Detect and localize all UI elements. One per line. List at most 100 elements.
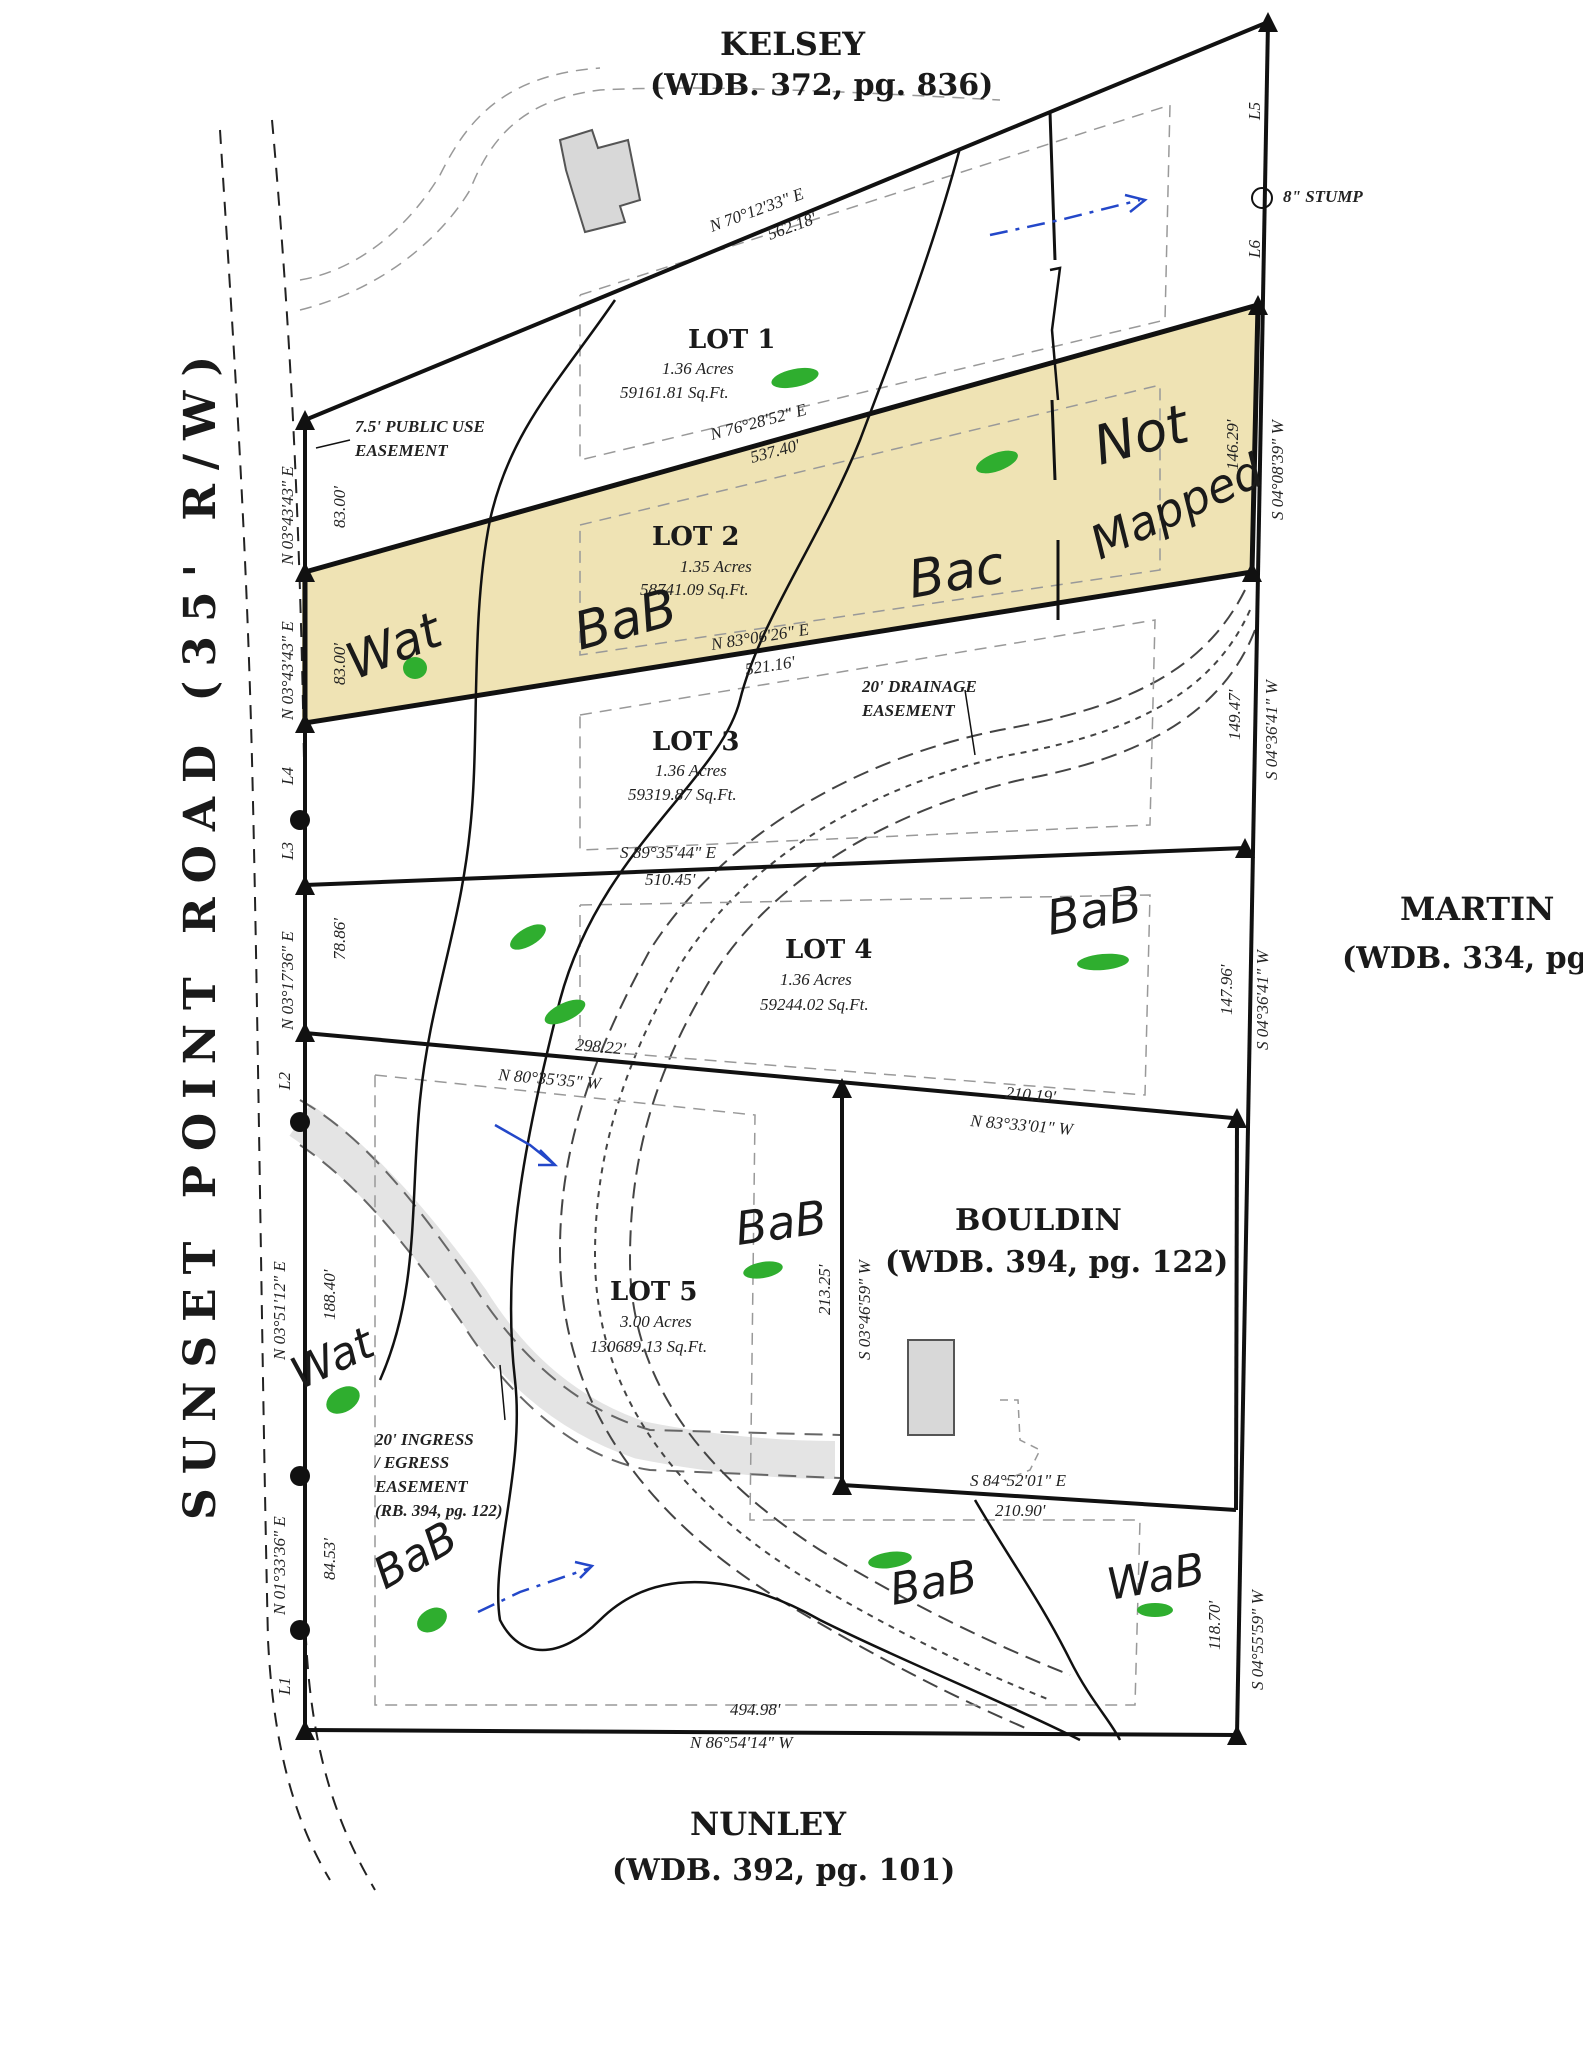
svg-text:BaB: BaB bbox=[1042, 875, 1146, 947]
svg-text:L5: L5 bbox=[1245, 102, 1264, 121]
line-labels: L5 L6 L4 L3 L2 L1 bbox=[275, 102, 1264, 1696]
svg-text:521.16': 521.16' bbox=[744, 652, 797, 679]
svg-text:1.35 Acres: 1.35 Acres bbox=[680, 557, 752, 576]
svg-text:210.90': 210.90' bbox=[995, 1501, 1046, 1520]
nunley-name: NUNLEY bbox=[690, 1805, 847, 1843]
setback-lot2 bbox=[579, 384, 1161, 656]
svg-text:130689.13 Sq.Ft.: 130689.13 Sq.Ft. bbox=[590, 1337, 707, 1356]
lot2-highlight bbox=[302, 305, 1258, 723]
soil-line-5 bbox=[1049, 266, 1062, 401]
svg-text:7.5' PUBLIC USE: 7.5' PUBLIC USE bbox=[355, 417, 485, 436]
svg-text:1.36 Acres: 1.36 Acres bbox=[662, 359, 734, 378]
svg-text:N 01°33'36" E: N 01°33'36" E bbox=[270, 1516, 289, 1616]
svg-text:L3: L3 bbox=[278, 842, 297, 861]
svg-text:LOT 2: LOT 2 bbox=[652, 522, 739, 552]
svg-text:/ EGRESS: / EGRESS bbox=[373, 1453, 449, 1472]
svg-text:147.96': 147.96' bbox=[1217, 964, 1236, 1015]
flow-arrows bbox=[477, 193, 1148, 1614]
kelsey-driveway-2 bbox=[299, 67, 601, 281]
svg-text:S 84°52'01" E: S 84°52'01" E bbox=[970, 1471, 1067, 1490]
svg-text:58741.09 Sq.Ft.: 58741.09 Sq.Ft. bbox=[640, 580, 749, 599]
svg-text:Wat: Wat bbox=[283, 1317, 383, 1400]
svg-text:84.53': 84.53' bbox=[320, 1538, 339, 1580]
kelsey-house-icon bbox=[558, 128, 642, 234]
bouldin-ref: (WDB. 394, pg. 122) bbox=[885, 1245, 1228, 1280]
svg-text:EASEMENT: EASEMENT bbox=[354, 441, 448, 460]
svg-text:EASEMENT: EASEMENT bbox=[861, 701, 955, 720]
monument-markers bbox=[290, 12, 1278, 1745]
svg-text:83.00': 83.00' bbox=[330, 486, 349, 528]
svg-text:LOT 3: LOT 3 bbox=[652, 727, 739, 757]
svg-text:59244.02 Sq.Ft.: 59244.02 Sq.Ft. bbox=[760, 995, 869, 1014]
svg-text:S 04°08'39" W: S 04°08'39" W bbox=[1268, 418, 1287, 520]
bearing-labels: N 70°12'33" E 562.18' N 76°28'52" E 537.… bbox=[270, 184, 1287, 1752]
svg-text:N 86°54'14" W: N 86°54'14" W bbox=[689, 1733, 794, 1752]
martin-ref: (WDB. 334, pg bbox=[1342, 941, 1583, 976]
lot4-label: LOT 4 1.36 Acres 59244.02 Sq.Ft. bbox=[760, 935, 872, 1014]
svg-text:LOT 1: LOT 1 bbox=[688, 325, 775, 355]
svg-text:78.86': 78.86' bbox=[330, 918, 349, 960]
soil-line-3 bbox=[973, 1499, 1122, 1741]
svg-text:59319.87 Sq.Ft.: 59319.87 Sq.Ft. bbox=[628, 785, 737, 804]
svg-text:N 03°51'12" E: N 03°51'12" E bbox=[270, 1261, 289, 1361]
svg-text:146.29': 146.29' bbox=[1223, 419, 1242, 470]
lot1-label: LOT 1 1.36 Acres 59161.81 Sq.Ft. bbox=[620, 325, 775, 402]
public-use-easement-note: 7.5' PUBLIC USE EASEMENT bbox=[315, 417, 485, 460]
svg-text:BaB: BaB bbox=[732, 1190, 830, 1256]
svg-text:83.00': 83.00' bbox=[330, 643, 349, 685]
kelsey-driveway bbox=[299, 87, 1001, 311]
drainage-easement-note: 20' DRAINAGE EASEMENT bbox=[861, 677, 977, 756]
svg-text:L6: L6 bbox=[1245, 240, 1264, 259]
svg-text:213.25': 213.25' bbox=[815, 1264, 834, 1315]
kelsey-name: KELSEY bbox=[720, 25, 866, 63]
svg-text:L4: L4 bbox=[278, 767, 297, 786]
svg-text:188.40': 188.40' bbox=[320, 1269, 339, 1320]
svg-text:20' DRAINAGE: 20' DRAINAGE bbox=[861, 677, 977, 696]
ingress-egress-easement-line-2 bbox=[299, 1144, 841, 1479]
svg-text:L1: L1 bbox=[275, 1677, 294, 1696]
svg-text:510.45': 510.45' bbox=[645, 870, 696, 889]
kelsey-ref: (WDB. 372, pg. 836) bbox=[650, 68, 993, 103]
ingress-egress-easement-line bbox=[299, 1099, 841, 1436]
drainage-easement-line-2 bbox=[593, 609, 1251, 1701]
driveway-shading bbox=[289, 1104, 836, 1479]
bouldin-house-icon bbox=[907, 1339, 1042, 1481]
svg-text:298.22': 298.22' bbox=[575, 1035, 627, 1058]
svg-text:L2: L2 bbox=[275, 1072, 294, 1091]
svg-text:149.47': 149.47' bbox=[1225, 689, 1244, 740]
svg-text:S 04°36'41" W: S 04°36'41" W bbox=[1253, 948, 1272, 1050]
svg-text:118.70': 118.70' bbox=[1205, 1601, 1224, 1650]
svg-text:1.36 Acres: 1.36 Acres bbox=[780, 970, 852, 989]
svg-text:LOT 4: LOT 4 bbox=[785, 935, 872, 965]
ingress-egress-note: 20' INGRESS / EGRESS EASEMENT (RB. 394, … bbox=[373, 1364, 506, 1520]
soil-line-1 bbox=[378, 299, 617, 1381]
road-label: SUNSET POINT ROAD (35' R/W) bbox=[175, 342, 226, 1520]
lot2-label: LOT 2 1.35 Acres 58741.09 Sq.Ft. bbox=[640, 522, 752, 599]
nunley-ref: (WDB. 392, pg. 101) bbox=[612, 1853, 955, 1888]
svg-text:EASEMENT: EASEMENT bbox=[374, 1477, 468, 1496]
bouldin-name: BOULDIN bbox=[955, 1203, 1122, 1238]
svg-text:N 80°35'35" W: N 80°35'35" W bbox=[497, 1065, 604, 1093]
soil-marks bbox=[326, 367, 1173, 1633]
svg-text:N 03°43'43" E: N 03°43'43" E bbox=[278, 466, 297, 566]
svg-text:210.19': 210.19' bbox=[1005, 1083, 1057, 1106]
svg-text:S 04°36'41" W: S 04°36'41" W bbox=[1262, 678, 1281, 780]
soil-line-2 bbox=[496, 147, 1081, 1742]
martin-name: MARTIN bbox=[1400, 890, 1554, 928]
setback-lot5 bbox=[374, 1074, 1141, 1706]
svg-text:BaB: BaB bbox=[365, 1512, 466, 1600]
stump-marker bbox=[1251, 187, 1273, 209]
svg-text:S 04°55'59" W: S 04°55'59" W bbox=[1248, 1588, 1267, 1690]
road-row-line-left bbox=[219, 129, 331, 1881]
drainage-easement-line-3 bbox=[628, 629, 1256, 1676]
svg-text:N 03°43'43" E: N 03°43'43" E bbox=[278, 621, 297, 721]
svg-text:N 03°17'36" E: N 03°17'36" E bbox=[278, 931, 297, 1031]
svg-text:1.36 Acres: 1.36 Acres bbox=[655, 761, 727, 780]
svg-text:S 89°35'44" E: S 89°35'44" E bbox=[620, 843, 717, 862]
svg-text:N 83°33'01" W: N 83°33'01" W bbox=[969, 1111, 1076, 1139]
lot3-label: LOT 3 1.36 Acres 59319.87 Sq.Ft. bbox=[628, 727, 739, 804]
svg-text:(RB. 394, pg. 122): (RB. 394, pg. 122) bbox=[375, 1501, 503, 1520]
soil-line-4 bbox=[1048, 111, 1060, 620]
svg-text:LOT 5: LOT 5 bbox=[610, 1277, 697, 1307]
